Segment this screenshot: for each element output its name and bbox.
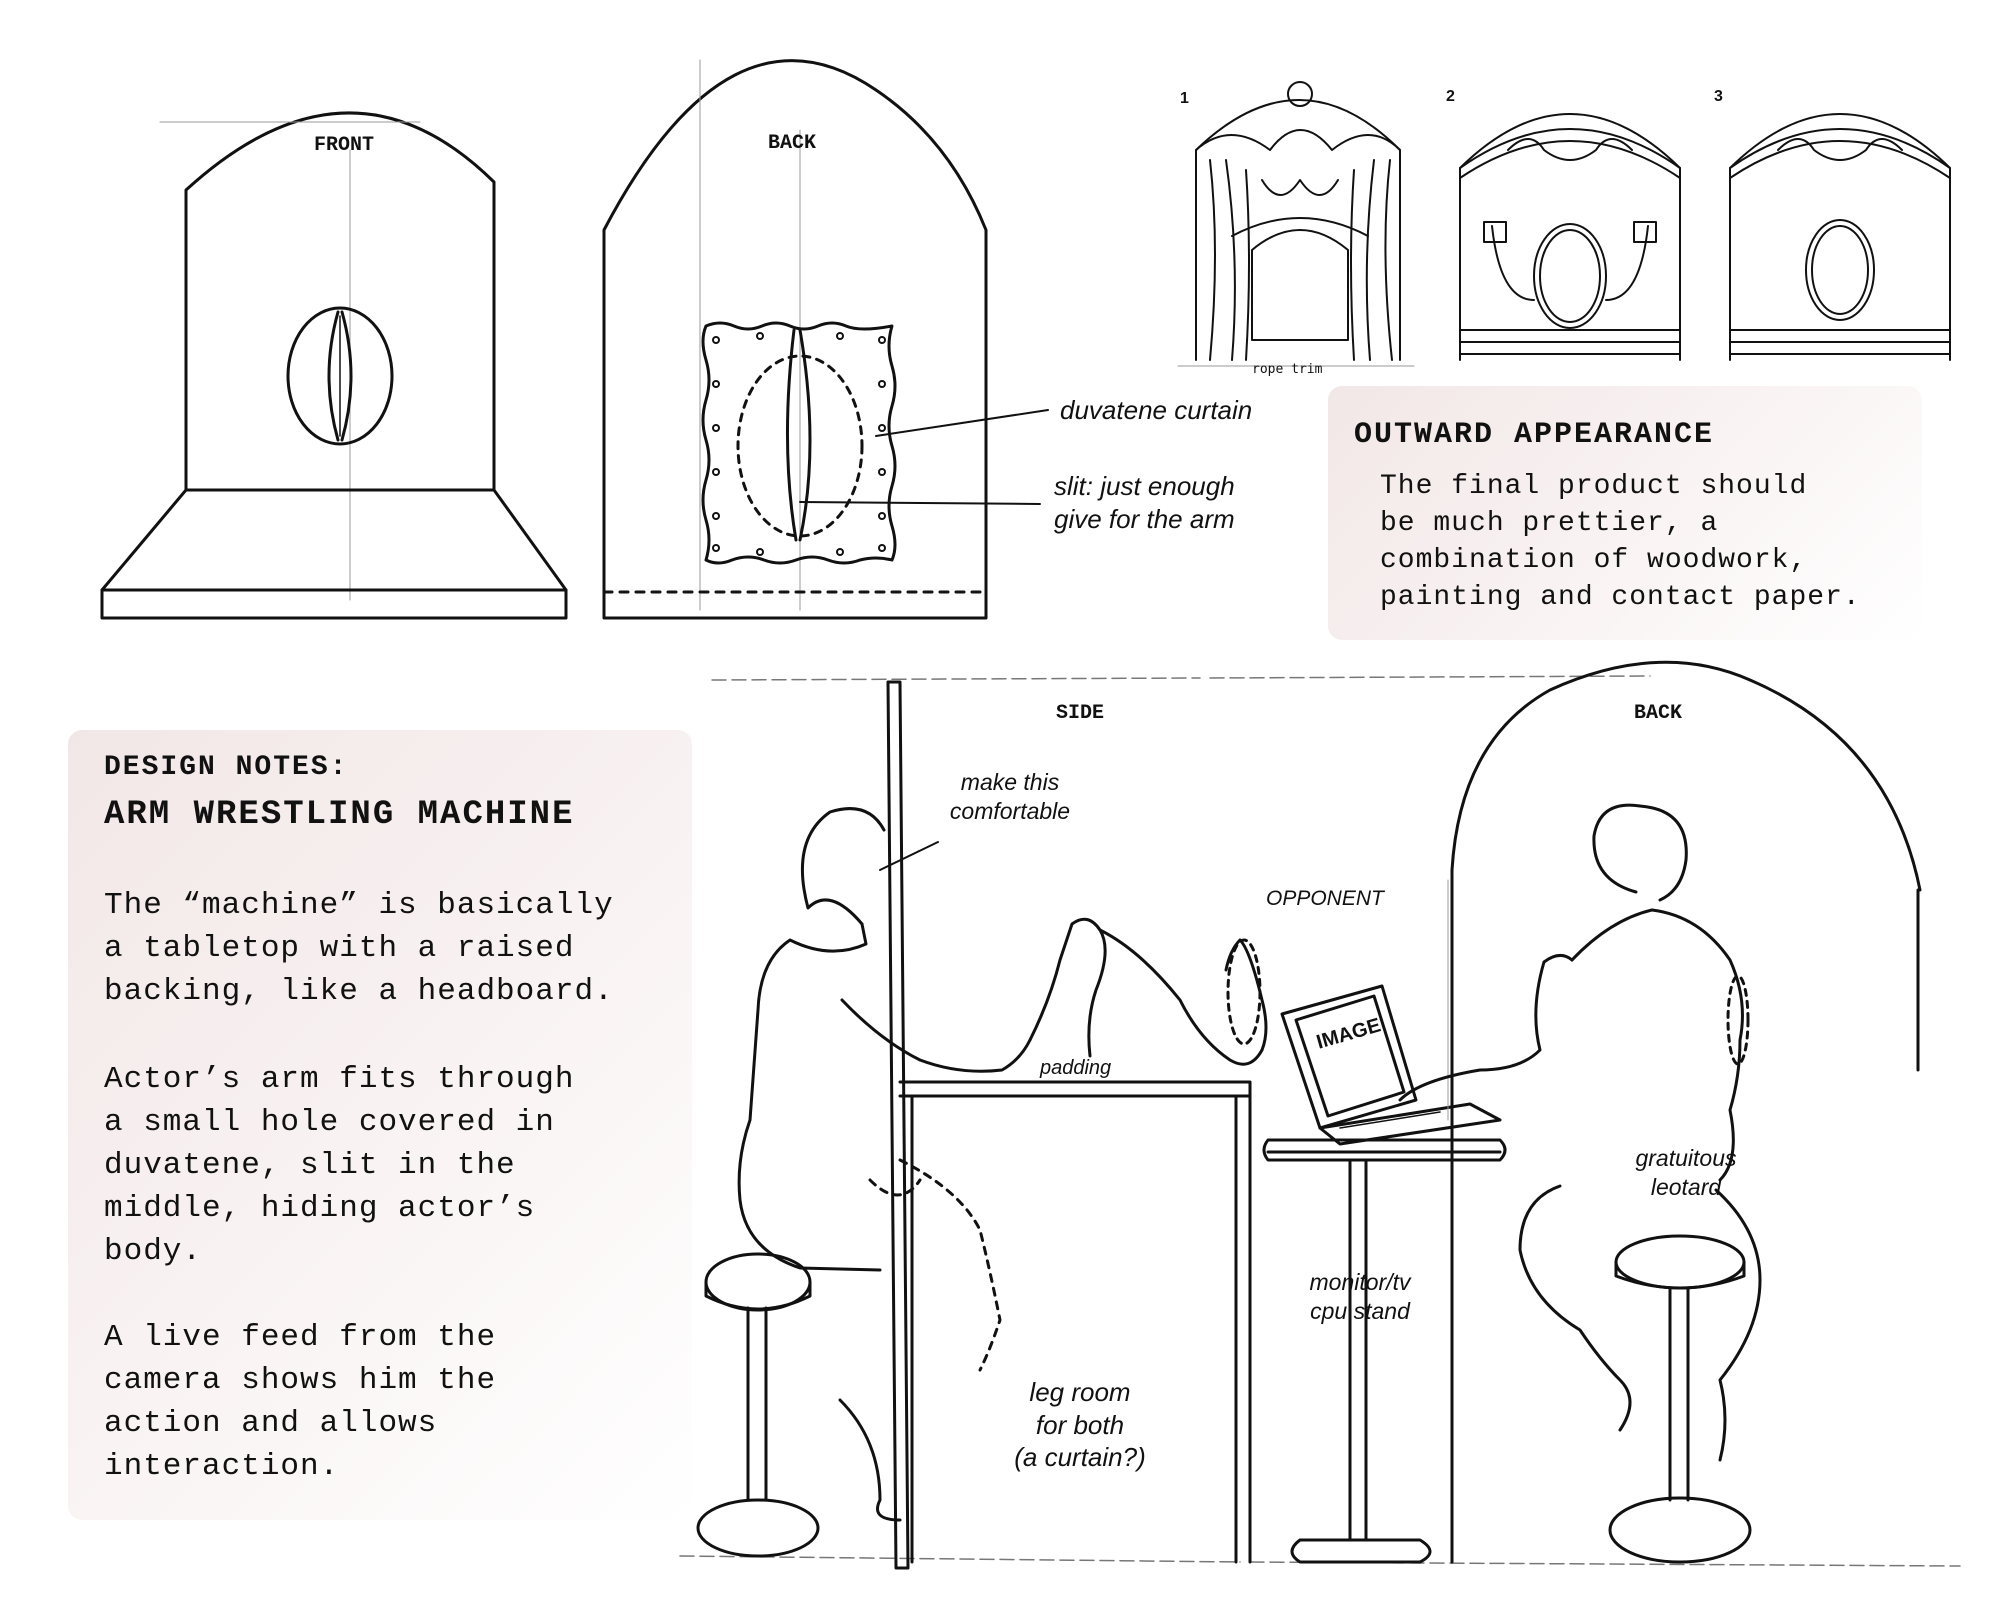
- side-view-drawing: [679, 660, 1961, 1570]
- notes-paragraph-3: A live feed from the camera shows him th…: [104, 1320, 497, 1484]
- back-view-label: BACK: [768, 132, 817, 155]
- left-stool: [696, 1252, 820, 1558]
- front-view-label: FRONT: [314, 134, 375, 157]
- thumbnail-2-number: 2: [1446, 88, 1455, 105]
- duvatene-curtain-label: duvatene curtain: [1060, 395, 1253, 425]
- rope-trim-label: rope trim: [1252, 362, 1323, 377]
- notes-paragraph-1: The “machine” is basically a tabletop wi…: [104, 888, 614, 1009]
- opponent-label: OPPONENT: [1266, 887, 1384, 910]
- thumbnail-1: [1177, 81, 1415, 367]
- laptop-monitor: [1280, 984, 1502, 1146]
- back-view-drawing: [602, 59, 1049, 620]
- raised-backing-board: [886, 680, 910, 1570]
- slit-label: slit: just enough give for the arm: [1054, 471, 1235, 534]
- front-arm-hole: [286, 306, 394, 446]
- design-notes-panel: [68, 730, 692, 1520]
- monitor-stand: [1262, 1138, 1507, 1564]
- outward-appearance-title: OUTWARD APPEARANCE: [1354, 418, 1715, 452]
- design-notes-heading: DESIGN NOTES:: [104, 752, 349, 783]
- tabletop: [898, 1080, 1252, 1098]
- design-notes-title: ARM WRESTLING MACHINE: [104, 796, 575, 834]
- back-bottom-view-label: BACK: [1634, 702, 1683, 725]
- side-view-label: SIDE: [1056, 702, 1105, 725]
- make-comfortable-label: make this comfortable: [949, 769, 1071, 824]
- back-arch-bottom: [1447, 660, 1922, 1564]
- outward-appearance-text: The final product should be much prettie…: [1380, 471, 1861, 613]
- outward-appearance-panel: [1328, 386, 1922, 640]
- duvatene-curtain-panel: [701, 321, 897, 565]
- notes-paragraph-2: Actor’s arm fits through a small hole co…: [104, 1062, 575, 1269]
- leg-room-label: leg room for both (a curtain?): [1014, 1377, 1146, 1472]
- padding-label: padding: [1040, 1057, 1112, 1079]
- seated-opponent: [1398, 803, 1762, 1564]
- thumbnail-3: [1729, 113, 1951, 361]
- thumbnail-3-number: 3: [1714, 88, 1723, 105]
- front-view-drawing: [100, 111, 568, 620]
- thumbnail-1-number: 1: [1180, 90, 1189, 107]
- leotard-label: gratuitous leotard: [1635, 1145, 1737, 1200]
- thumbnail-2: [1459, 113, 1681, 361]
- monitor-stand-label: monitor/tv cpu stand: [1309, 1269, 1411, 1324]
- opponent-figure: [1098, 928, 1268, 1066]
